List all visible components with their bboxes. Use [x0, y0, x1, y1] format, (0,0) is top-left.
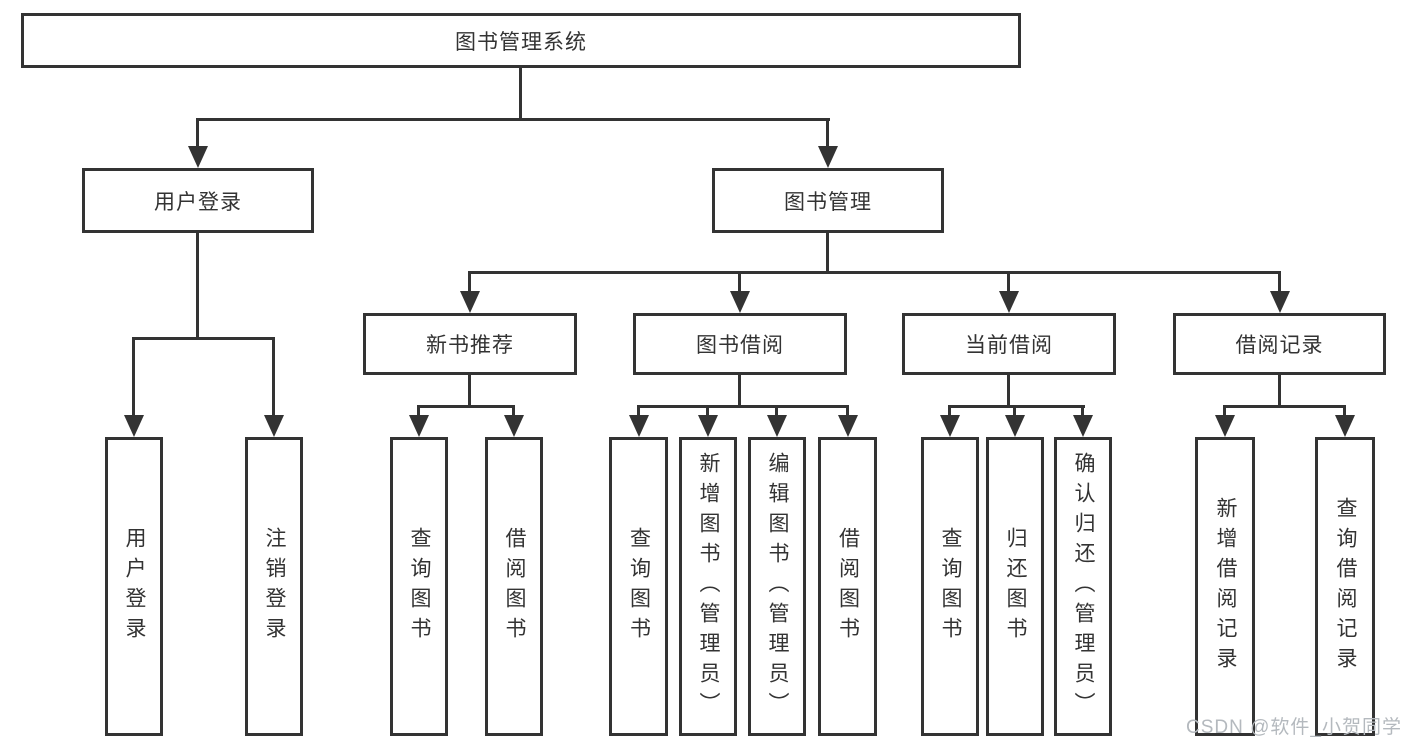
connector-line: [1224, 405, 1346, 408]
connector-line: [1007, 375, 1010, 408]
node-label: 图书管理系统: [455, 30, 587, 54]
arrowhead-down-icon: [698, 415, 718, 437]
node-label: 图书借阅: [696, 334, 784, 357]
leaf-label: 查询借阅记录: [1334, 496, 1357, 677]
connector-line: [417, 405, 420, 418]
connector-line: [949, 405, 1085, 408]
arrowhead-down-icon: [504, 415, 524, 437]
leaf-add-books-admin: 新增图书（管理员）: [679, 437, 737, 736]
leaf-label: 编辑图书（管理员）: [766, 451, 789, 722]
connector-line: [846, 405, 849, 418]
leaf-label: 借阅图书: [836, 526, 860, 647]
leaf-query-borrow-record: 查询借阅记录: [1315, 437, 1375, 736]
node-borrow-records: 借阅记录: [1173, 313, 1386, 375]
connector-line: [272, 337, 275, 419]
leaf-label: 确认归还（管理员）: [1072, 451, 1095, 722]
connector-line: [468, 271, 471, 295]
connector-line: [1007, 271, 1010, 295]
leaf-label: 归还图书: [1004, 526, 1027, 647]
arrowhead-down-icon: [730, 291, 750, 313]
arrowhead-down-icon: [124, 415, 144, 437]
leaf-return-books: 归还图书: [986, 437, 1044, 736]
leaf-label: 查询图书: [939, 526, 962, 647]
leaf-edit-books-admin: 编辑图书（管理员）: [748, 437, 806, 736]
connector-line: [1278, 271, 1281, 295]
connector-line: [418, 405, 515, 408]
arrowhead-down-icon: [629, 415, 649, 437]
arrowhead-down-icon: [940, 415, 960, 437]
node-current-borrowing: 当前借阅: [902, 313, 1116, 375]
connector-line: [948, 405, 951, 418]
connector-line: [196, 233, 199, 340]
leaf-label: 新增图书（管理员）: [697, 451, 720, 722]
node-label: 新书推荐: [426, 334, 514, 357]
leaf-label: 查询图书: [408, 526, 431, 647]
node-book-borrowing: 图书借阅: [633, 313, 847, 375]
connector-line: [1343, 405, 1346, 418]
connector-line: [512, 405, 515, 418]
node-label: 借阅记录: [1235, 334, 1324, 357]
node-label: 用户登录: [154, 190, 242, 214]
arrowhead-down-icon: [999, 291, 1019, 313]
arrowhead-down-icon: [1270, 291, 1290, 313]
connector-line: [133, 337, 275, 340]
arrowhead-down-icon: [409, 415, 429, 437]
arrowhead-down-icon: [838, 415, 858, 437]
arrowhead-down-icon: [1215, 415, 1235, 437]
connector-line: [637, 405, 848, 408]
arrowhead-down-icon: [1073, 415, 1093, 437]
node-user-login: 用户登录: [82, 168, 314, 233]
connector-line: [1013, 405, 1016, 418]
connector-line: [775, 405, 778, 418]
leaf-borrow-books-recommend: 借阅图书: [485, 437, 543, 736]
leaf-borrow-books: 借阅图书: [818, 437, 877, 736]
arrowhead-down-icon: [460, 291, 480, 313]
leaf-label: 新增借阅记录: [1214, 496, 1237, 677]
arrowhead-down-icon: [818, 146, 838, 168]
connector-line: [468, 375, 471, 408]
connector-line: [196, 118, 830, 121]
leaf-logout: 注销登录: [245, 437, 303, 736]
connector-line: [1278, 375, 1281, 408]
connector-line: [132, 337, 135, 419]
leaf-query-books-current: 查询图书: [921, 437, 979, 736]
connector-line: [1081, 405, 1084, 418]
leaf-label: 借阅图书: [503, 526, 526, 647]
leaf-label: 注销登录: [263, 526, 286, 647]
node-book-management: 图书管理: [712, 168, 944, 233]
arrowhead-down-icon: [767, 415, 787, 437]
connector-line: [706, 405, 709, 418]
connector-line: [826, 118, 829, 150]
leaf-user-login: 用户登录: [105, 437, 163, 736]
arrowhead-down-icon: [1335, 415, 1355, 437]
arrowhead-down-icon: [188, 146, 208, 168]
connector-line: [1223, 405, 1226, 418]
connector-line: [469, 271, 1281, 274]
leaf-query-books-borrowing: 查询图书: [609, 437, 668, 736]
node-new-book-recommend: 新书推荐: [363, 313, 577, 375]
leaf-query-books-recommend: 查询图书: [390, 437, 448, 736]
connector-line: [738, 375, 741, 408]
connector-line: [826, 233, 829, 274]
csdn-watermark: CSDN @软件_小贺同学: [1186, 717, 1402, 738]
node-library-management-system: 图书管理系统: [21, 13, 1021, 68]
connector-line: [738, 271, 741, 295]
arrowhead-down-icon: [264, 415, 284, 437]
leaf-confirm-return-admin: 确认归还（管理员）: [1054, 437, 1112, 736]
leaf-add-borrow-record: 新增借阅记录: [1195, 437, 1255, 736]
connector-line: [637, 405, 640, 418]
leaf-label: 查询图书: [627, 526, 651, 647]
connector-line: [196, 118, 199, 150]
leaf-label: 用户登录: [123, 526, 146, 647]
node-label: 当前借阅: [965, 334, 1053, 357]
connector-line: [519, 67, 522, 121]
node-label: 图书管理: [784, 190, 872, 214]
arrowhead-down-icon: [1005, 415, 1025, 437]
